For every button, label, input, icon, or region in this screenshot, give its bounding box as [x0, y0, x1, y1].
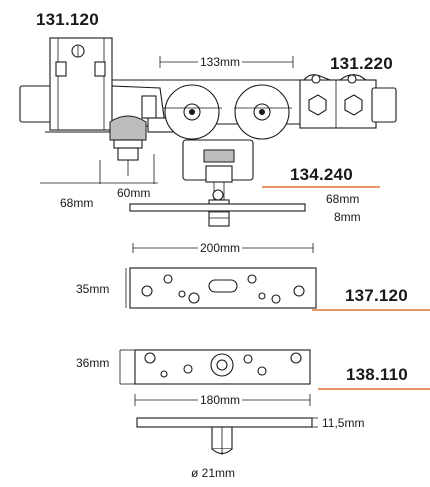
plate-138110-drawing [119, 349, 311, 406]
dimension-trolley-width: 133mm [198, 55, 243, 69]
part-number-137120: 137.120 [345, 286, 408, 305]
dimension-offset-left: 60mm [117, 186, 151, 200]
part-number-131220: 131.220 [330, 54, 393, 73]
dimension-trolley-small: 8mm [334, 210, 361, 224]
dimension-plate-large-length: 200mm [198, 241, 243, 255]
part-number-138110: 138.110 [346, 365, 408, 384]
dimension-plate-small-length: 180mm [198, 393, 243, 407]
dimension-plate-large-height: 35mm [76, 282, 110, 296]
dimension-trolley-height: 68mm [326, 192, 360, 206]
trolley-drawing [111, 84, 306, 227]
dimension-plate-thickness: 11,5mm [322, 416, 365, 430]
part-number-134240: 134.240 [290, 165, 353, 184]
dimension-pin-diameter: ø 21mm [191, 466, 236, 480]
rail-clamp-right-drawing [299, 74, 397, 129]
dimension-depth-left: 68mm [60, 196, 94, 210]
swivel-bolt-drawing [99, 115, 155, 184]
plate-137120-drawing [125, 243, 317, 309]
part-number-131120: 131.120 [36, 10, 99, 29]
rail-clamp-left-drawing [19, 37, 300, 133]
plate-side-view-drawing [136, 417, 318, 455]
dimension-plate-small-height: 36mm [76, 356, 110, 370]
